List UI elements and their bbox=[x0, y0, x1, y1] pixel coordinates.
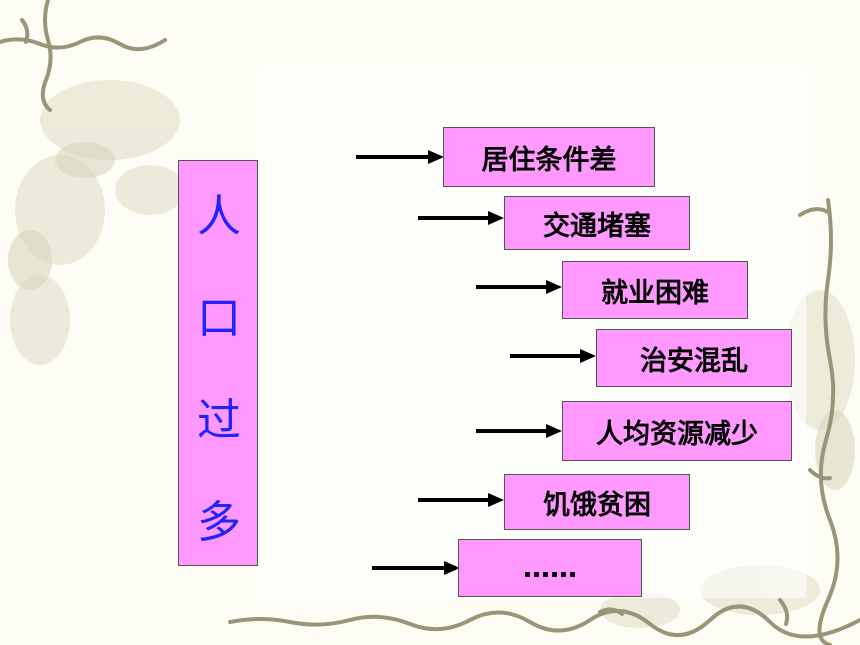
bottom-vine bbox=[228, 598, 860, 639]
arrow-icon bbox=[510, 349, 596, 363]
title-char-1: 人 bbox=[197, 191, 241, 242]
title-box: 人 口 过 多 bbox=[178, 160, 258, 566]
effect-box-ellipsis: …… bbox=[458, 539, 642, 597]
flower-decoration bbox=[10, 80, 855, 628]
title-char-4: 多 bbox=[197, 497, 241, 548]
effect-box-hunger: 饥饿贫困 bbox=[504, 474, 690, 530]
top-left-vine bbox=[0, 0, 167, 112]
arrow-icon bbox=[476, 280, 562, 294]
arrow-icon bbox=[372, 561, 460, 575]
effect-box-housing: 居住条件差 bbox=[443, 127, 655, 187]
title-char-2: 口 bbox=[197, 293, 241, 344]
arrow-icon bbox=[418, 211, 504, 225]
arrow-icon bbox=[476, 424, 562, 438]
arrow-icon bbox=[418, 493, 504, 507]
effect-box-public-order: 治安混乱 bbox=[596, 329, 792, 387]
effect-box-traffic: 交通堵塞 bbox=[504, 196, 690, 250]
effect-box-resources: 人均资源减少 bbox=[562, 401, 792, 461]
right-vine bbox=[798, 198, 840, 645]
effect-box-employment: 就业困难 bbox=[562, 261, 748, 319]
arrow-icon bbox=[356, 150, 444, 164]
title-char-3: 过 bbox=[197, 395, 241, 446]
